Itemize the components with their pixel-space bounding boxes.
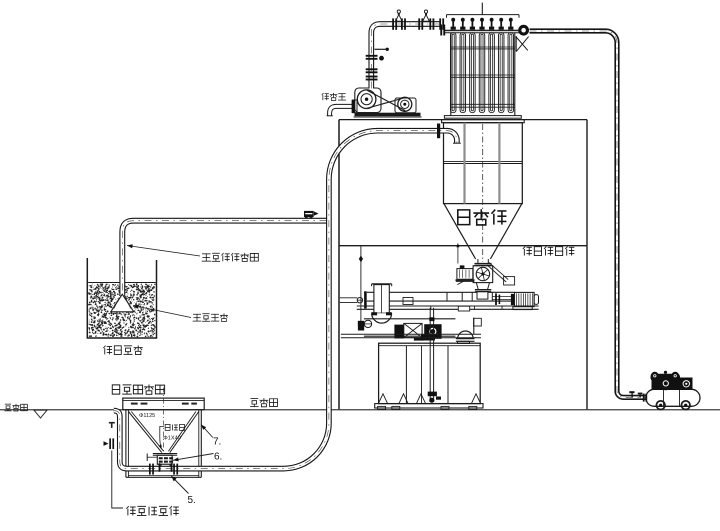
svg-text:Φ1125: Φ1125 bbox=[139, 413, 155, 419]
svg-text:6.: 6. bbox=[214, 452, 222, 463]
svg-text:Φ1X40: Φ1X40 bbox=[163, 435, 181, 441]
svg-text:7.: 7. bbox=[213, 437, 221, 448]
svg-text:5.: 5. bbox=[188, 495, 196, 506]
